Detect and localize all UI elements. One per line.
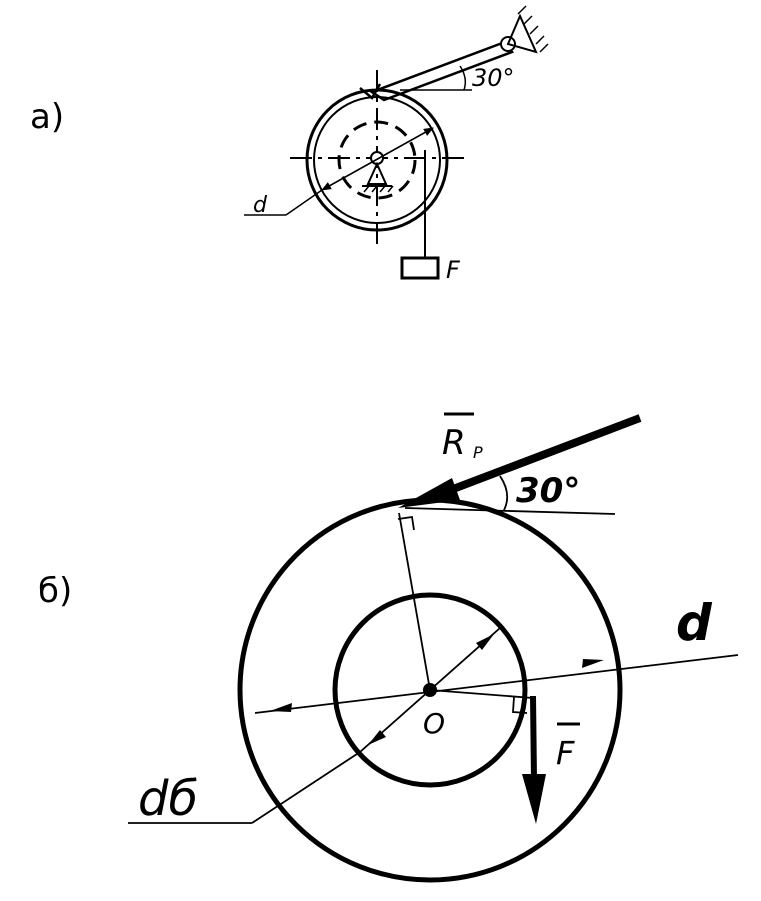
diameter-leader	[285, 189, 323, 216]
right-angle-mark-top	[397, 515, 415, 531]
support-hatching	[363, 185, 394, 193]
pivot-hatching	[517, 5, 549, 53]
angle-label-b: 30°	[516, 471, 580, 511]
axle-support	[366, 161, 388, 185]
inner-diameter-arrow-lower	[368, 730, 386, 745]
outer-diameter-arrow-right	[582, 659, 604, 668]
force-f-arrowhead	[522, 774, 546, 824]
load-weight	[400, 256, 440, 280]
pawl-lever	[369, 40, 514, 102]
pawl-tooth	[359, 83, 382, 100]
force-f-label: F	[556, 734, 575, 772]
tangent-baseline	[404, 507, 616, 515]
force-f-line	[530, 695, 537, 781]
figure-a: а) d F 30°	[30, 5, 549, 284]
radius-to-contact	[398, 512, 431, 691]
outer-diameter-label: d	[676, 594, 713, 652]
force-r-subscript: P	[473, 443, 483, 462]
figure-b-label: б)	[38, 571, 72, 611]
radius-to-force-f	[429, 689, 534, 699]
inner-diameter-arrow-upper	[476, 634, 494, 650]
load-label: F	[446, 256, 461, 284]
diameter-arrow-back	[321, 127, 434, 191]
force-r-line	[438, 414, 642, 498]
figure-b: б) O d dб 30° R P	[38, 412, 739, 883]
force-r-arrowhead	[398, 478, 460, 508]
angle-arc-a	[459, 65, 467, 91]
outer-diameter-arrow-left	[270, 703, 292, 712]
inner-diameter-label: dб	[138, 771, 198, 827]
figure-a-label: а)	[30, 97, 64, 137]
inner-diameter-leader	[251, 751, 361, 824]
angle-label-a: 30°	[472, 64, 515, 92]
angle-arc-b	[499, 475, 509, 511]
right-angle-mark-f	[512, 696, 528, 714]
outer-diameter-line	[254, 654, 739, 714]
diameter-label: d	[253, 193, 268, 218]
pivot-support	[506, 13, 538, 54]
inner-circle	[332, 592, 528, 788]
force-r-label: R	[442, 423, 466, 463]
center-label: O	[423, 707, 445, 740]
